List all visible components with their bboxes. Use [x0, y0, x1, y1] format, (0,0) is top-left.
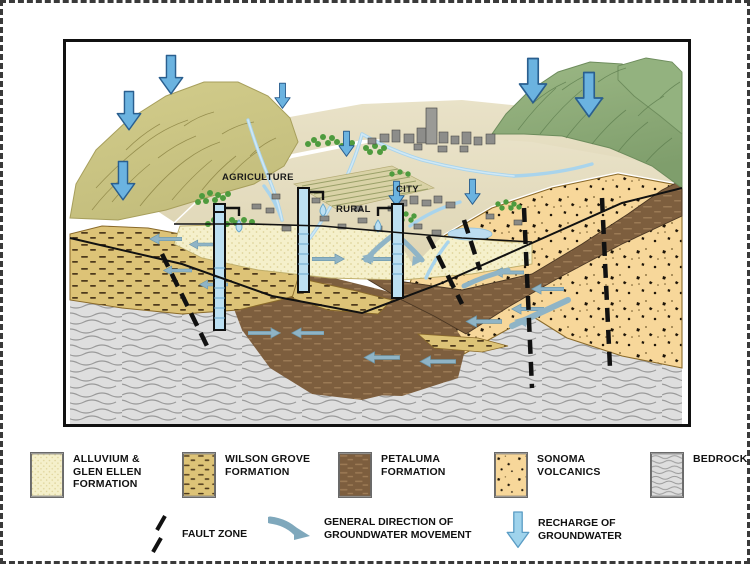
wilson-grove-lens	[416, 333, 509, 353]
legend-item-fault-zone: FAULT ZONE	[148, 514, 247, 554]
alluvium-swatch	[30, 452, 64, 498]
legend-label-sonoma: SONOMA VOLCANICS	[537, 453, 601, 478]
legend-label-flow-direction: GENERAL DIRECTION OF GROUNDWATER MOVEMEN…	[324, 516, 472, 541]
legend-label-petaluma: PETALUMA FORMATION	[381, 453, 446, 478]
down-recharge-arrow-icon	[506, 511, 530, 549]
legend-item-alluvium: ALLUVIUM & GLEN ELLEN FORMATION	[30, 452, 142, 498]
city-tower	[425, 107, 438, 145]
legend-item-flow-direction: GENERAL DIRECTION OF GROUNDWATER MOVEMEN…	[268, 514, 471, 544]
diagram-outline	[63, 39, 691, 427]
groundwater-flow-arrows	[149, 233, 571, 368]
sonoma-volcanics-swatch	[494, 452, 528, 498]
curved-flow-arrow-icon	[268, 516, 310, 540]
label-rural: RURAL	[336, 204, 371, 215]
well-city	[374, 203, 404, 299]
fault-zones	[159, 197, 613, 389]
wells	[213, 187, 404, 331]
legend-label-wilson-grove: WILSON GROVE FORMATION	[225, 453, 311, 478]
petaluma-swatch	[338, 452, 372, 498]
fault-center	[425, 234, 465, 306]
legend-symbols-row: FAULT ZONE GENERAL DIRECTION OF GROUNDWA…	[18, 510, 734, 554]
legend-label-bedrock: BEDROCK	[693, 453, 748, 465]
well-rural	[297, 187, 327, 293]
fault-line-icon	[151, 515, 167, 553]
block-diagram: AGRICULTURE RURAL CITY	[62, 38, 692, 428]
legend: ALLUVIUM & GLEN ELLEN FORMATION WILSON G…	[18, 448, 747, 554]
fault-right-2	[599, 197, 613, 369]
legend-label-recharge: RECHARGE OF GROUNDWATER	[538, 517, 622, 542]
fault-left	[159, 253, 211, 349]
legend-item-sonoma: SONOMA VOLCANICS	[494, 452, 601, 498]
legend-formations-row: ALLUVIUM & GLEN ELLEN FORMATION WILSON G…	[18, 452, 747, 506]
legend-label-fault-zone: FAULT ZONE	[182, 527, 248, 540]
legend-label-alluvium: ALLUVIUM & GLEN ELLEN FORMATION	[73, 453, 142, 491]
legend-item-bedrock: BEDROCK	[650, 452, 748, 498]
fault-midright	[461, 219, 483, 271]
rural-buildings	[251, 193, 523, 236]
tree-clusters	[195, 134, 522, 228]
legend-item-wilson-grove: WILSON GROVE FORMATION	[182, 452, 310, 498]
label-agriculture: AGRICULTURE	[222, 172, 294, 183]
wilson-grove-swatch	[182, 452, 216, 498]
fault-right-1	[521, 207, 535, 389]
legend-item-petaluma: PETALUMA FORMATION	[338, 452, 446, 498]
vineyard-field	[293, 165, 436, 211]
bedrock-swatch	[650, 452, 684, 498]
city-cluster	[367, 107, 496, 212]
label-city: CITY	[396, 184, 419, 195]
legend-item-recharge: RECHARGE OF GROUNDWATER	[506, 510, 622, 550]
